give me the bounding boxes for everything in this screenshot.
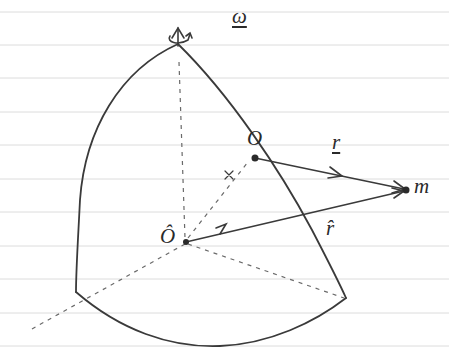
ruled-line xyxy=(0,12,449,13)
axis-dashed xyxy=(179,62,185,238)
point-o xyxy=(252,155,259,162)
ruled-line xyxy=(0,145,449,146)
ruled-line xyxy=(0,45,449,46)
offset-arrow xyxy=(216,224,226,234)
r-vector xyxy=(255,158,404,189)
axis-hat xyxy=(172,28,184,38)
rotation-axis-symbol xyxy=(169,28,192,46)
mass-label: m xyxy=(414,176,429,197)
r-hat-arrow-end xyxy=(392,188,404,198)
base-dashed-right xyxy=(188,244,344,298)
base-dashed-left xyxy=(30,244,185,330)
ruled-line xyxy=(0,212,449,213)
r-arrow-mid xyxy=(328,167,342,178)
spin-arrow-head xyxy=(186,33,192,38)
point-label: O xyxy=(247,128,262,149)
ruled-lines xyxy=(0,12,449,346)
point-label: Ô xyxy=(160,226,175,247)
cross-mark xyxy=(225,171,233,179)
point-o-hat xyxy=(183,239,189,245)
mass-point xyxy=(403,187,410,194)
r-hat-vector xyxy=(186,191,404,242)
ruled-line xyxy=(0,78,449,79)
ruled-line xyxy=(0,313,449,314)
points xyxy=(183,155,410,246)
ruled-line xyxy=(0,279,449,280)
body-outline xyxy=(76,44,346,346)
origin-offset xyxy=(188,162,248,238)
vectors xyxy=(186,158,405,242)
hidden-lines xyxy=(30,62,344,330)
angular-velocity-label: ω xyxy=(232,6,247,27)
ruled-line xyxy=(0,112,449,113)
left-edge xyxy=(76,44,178,292)
vector-label: r̂ xyxy=(326,218,334,239)
ruled-line xyxy=(0,246,449,247)
vector-label: r xyxy=(332,132,340,153)
bottom-edge xyxy=(76,292,346,346)
